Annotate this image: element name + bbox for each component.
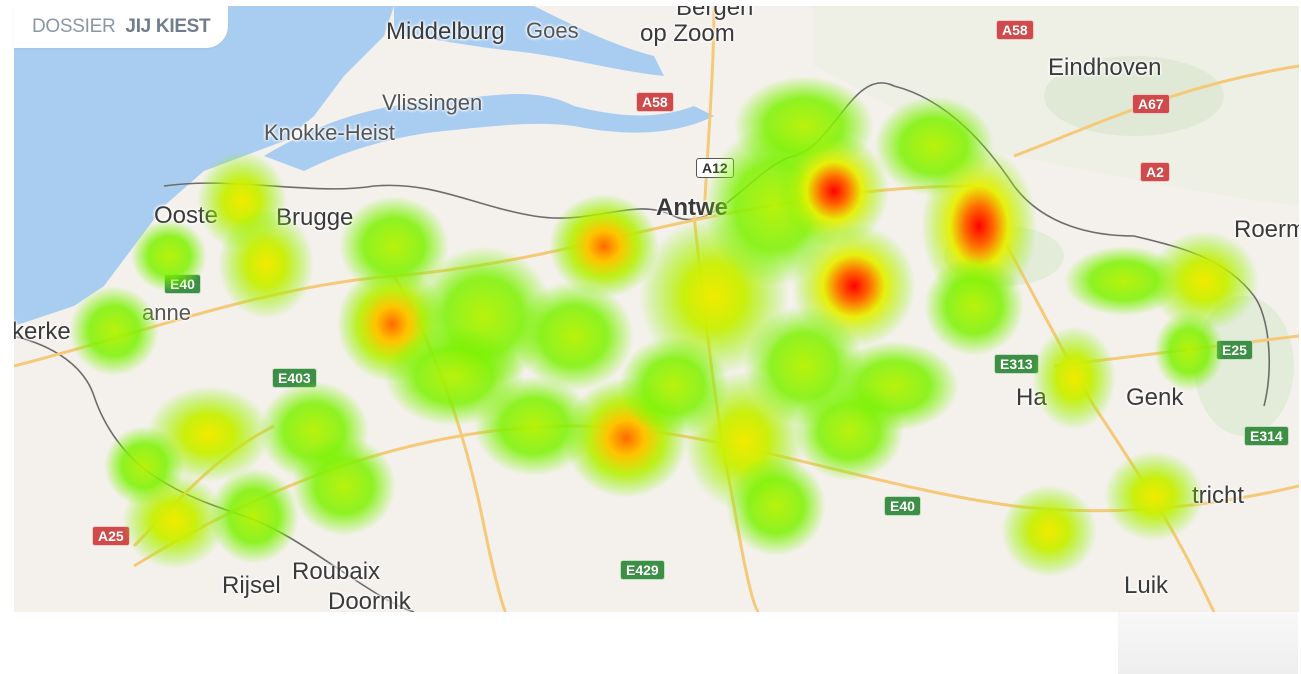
heat-blob: [218, 209, 314, 319]
road-e429: E429: [620, 560, 665, 580]
dossier-label: DOSSIER: [32, 16, 116, 37]
footer-strip: [1118, 612, 1298, 674]
city-bergen: Bergen: [676, 6, 754, 21]
city-op-zoom: op Zoom: [640, 20, 735, 47]
heat-blob: [1001, 485, 1097, 577]
road-e313: E313: [994, 354, 1039, 374]
heat-blob: [794, 381, 904, 481]
city-eindhoven: Eindhoven: [1048, 54, 1162, 81]
heat-blob: [726, 456, 826, 556]
heat-blob: [924, 256, 1024, 356]
westerschelde: [264, 94, 714, 171]
heat-blob: [1104, 451, 1204, 541]
heat-blob: [549, 194, 659, 298]
north-sea: [14, 6, 394, 326]
heat-blob: [122, 473, 226, 569]
heatmap-map[interactable]: Middelburg Goes Bergen op Zoom Eindhoven…: [14, 6, 1299, 612]
road-a67: A67: [1132, 94, 1170, 114]
heat-blob: [619, 336, 729, 436]
heat-blobs: [69, 76, 1259, 577]
road-e314: E314: [1244, 426, 1289, 446]
road-a2: A2: [1140, 162, 1170, 182]
road-e40-east: E40: [884, 496, 921, 516]
heat-blob: [209, 468, 299, 564]
city-vlissingen: Vlissingen: [382, 90, 483, 115]
city-luik: Luik: [1124, 572, 1169, 599]
heat-blob: [1032, 326, 1116, 430]
city-genk: Genk: [1126, 384, 1184, 411]
jij-kiest-label: JIJ KIEST: [125, 16, 211, 37]
heat-blob: [1154, 311, 1224, 391]
heatmap-overlay: [69, 76, 1259, 577]
city-middelburg: Middelburg: [386, 18, 505, 45]
city-kerke: kerke: [14, 318, 71, 345]
city-goes: Goes: [526, 18, 579, 43]
heat-blob: [779, 133, 889, 249]
city-roubaix: Roubaix: [292, 558, 381, 585]
road-a25: A25: [92, 526, 130, 546]
heat-blob: [514, 281, 634, 391]
dossier-badge[interactable]: DOSSIER JIJ KIEST: [14, 6, 229, 48]
heat-blob: [69, 286, 159, 376]
oosterschelde: [394, 6, 664, 76]
heat-blob: [474, 376, 594, 476]
road-a58-top: A58: [996, 20, 1034, 40]
city-rijsel: Rijsel: [222, 572, 281, 599]
heat-blob: [1149, 231, 1259, 331]
city-knokke-heist: Knokke-Heist: [264, 120, 395, 145]
heat-blob: [339, 196, 449, 296]
city-roerm: Roerm: [1234, 216, 1299, 243]
road-a58-mid: A58: [636, 92, 674, 112]
heat-blob: [131, 220, 207, 292]
city-doornik: Doornik: [328, 588, 411, 612]
heat-blob: [292, 436, 396, 536]
